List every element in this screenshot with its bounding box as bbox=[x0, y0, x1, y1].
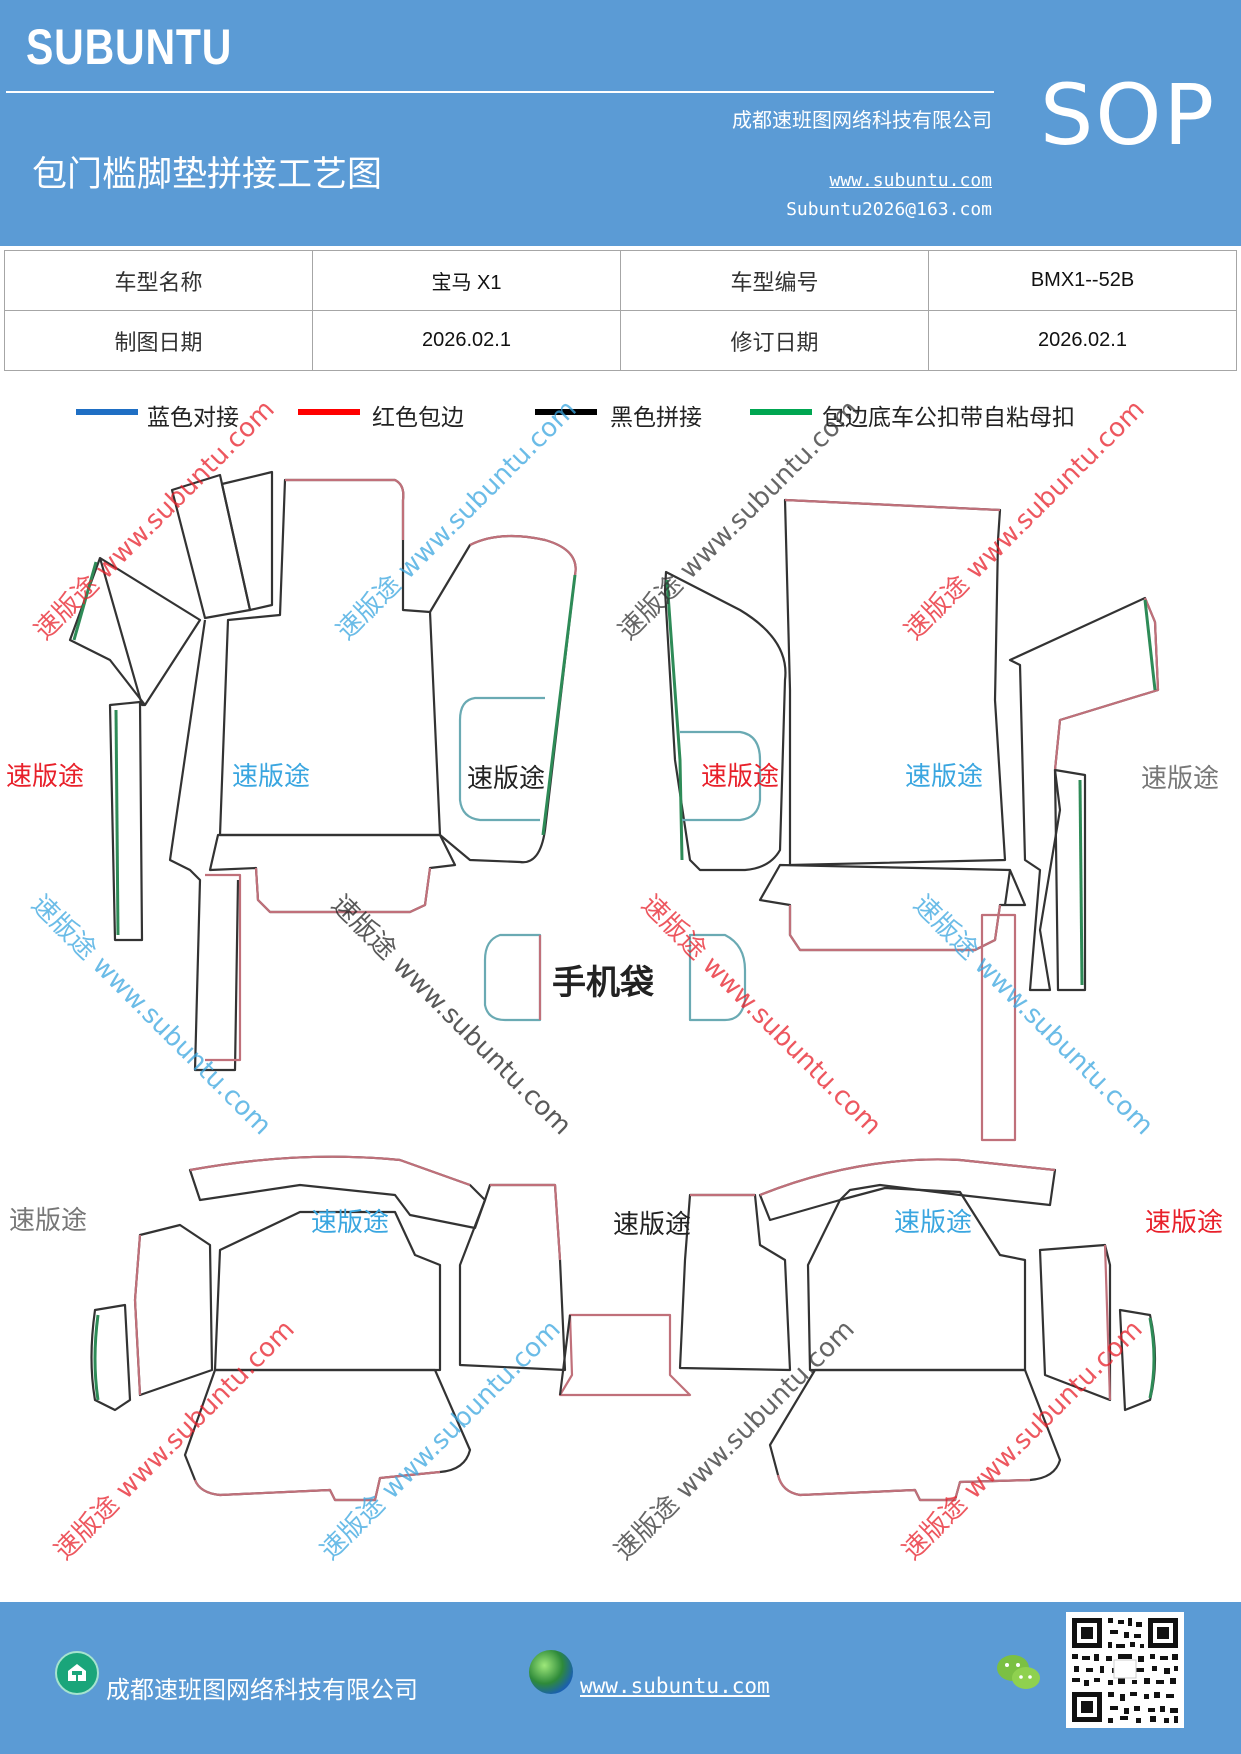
watermark-brand: 速版途 bbox=[894, 1208, 973, 1238]
mat-piece-outline bbox=[806, 1186, 1027, 1372]
legend-swatch-green bbox=[750, 409, 812, 415]
mat-piece-edge-red bbox=[133, 1234, 142, 1396]
model-code-value: BMX1--52B bbox=[928, 250, 1237, 311]
table-row: 制图日期 2026.02.1 修订日期 2026.02.1 bbox=[4, 310, 1237, 371]
mat-piece-edge-red bbox=[285, 478, 405, 540]
mat-piece-outline bbox=[208, 833, 457, 914]
mat-piece-outline bbox=[1003, 869, 1012, 906]
mat-piece-edge-green bbox=[1143, 599, 1157, 691]
mat-piece-outline bbox=[678, 1193, 792, 1372]
sop-badge: SOP bbox=[1040, 66, 1217, 164]
phone-bag-piece-right bbox=[688, 933, 747, 1022]
mat-piece-edge-green bbox=[541, 574, 577, 836]
table-row: 车型名称 宝马 X1 车型编号 BMX1--52B bbox=[4, 250, 1237, 311]
header-banner bbox=[0, 0, 1241, 246]
legend-label: 蓝色对接 bbox=[147, 405, 239, 431]
mat-piece-edge-red bbox=[784, 498, 1001, 512]
header-company-name: 成都速班图网络科技有限公司 bbox=[732, 108, 992, 132]
qr-code bbox=[1066, 1612, 1184, 1728]
model-code-label: 车型编号 bbox=[620, 250, 929, 311]
footer-company-name: 成都速班图网络科技有限公司 bbox=[106, 1676, 418, 1704]
header-email: Subuntu2026@163.com bbox=[786, 199, 992, 220]
watermark-brand: 速版途 bbox=[9, 1206, 88, 1236]
watermark-brand: 速版途 bbox=[1141, 764, 1220, 794]
mat-piece-outline bbox=[429, 534, 577, 864]
mat-piece-edge-green bbox=[1148, 1317, 1156, 1399]
wechat-icon bbox=[995, 1652, 1043, 1698]
mat-piece-outline bbox=[783, 498, 1007, 867]
legend-swatch-red bbox=[298, 409, 360, 415]
mat-piece-edge-red bbox=[469, 534, 577, 576]
model-name-value: 宝马 X1 bbox=[312, 250, 621, 311]
mat-piece-outline bbox=[108, 700, 144, 942]
mat-piece-outline bbox=[663, 570, 787, 872]
phone-bag-piece-left bbox=[483, 933, 542, 1022]
mat-piece-outline bbox=[205, 873, 242, 1062]
watermark-brand: 速版途 bbox=[6, 762, 85, 792]
mat-piece-edge-teal bbox=[680, 730, 762, 822]
revise-date-label: 修订日期 bbox=[620, 310, 929, 371]
mat-piece-edge-red bbox=[1053, 597, 1160, 771]
mat-piece-edge-red bbox=[1103, 1244, 1112, 1401]
mat-piece-edge-red bbox=[189, 1155, 471, 1187]
mat-piece-edge-teal bbox=[458, 696, 545, 822]
mat-piece-edge-green bbox=[72, 561, 98, 641]
globe-icon bbox=[529, 1650, 573, 1694]
legend-swatch-blue bbox=[76, 409, 138, 415]
mat-piece-outline bbox=[1038, 1243, 1112, 1402]
watermark-brand: 速版途 bbox=[701, 762, 780, 792]
mat-piece-edge-red bbox=[254, 867, 432, 914]
mat-piece-edge-green bbox=[93, 1314, 100, 1401]
phone-bag-label: 手机袋 bbox=[552, 963, 654, 1003]
mat-piece-outline bbox=[90, 1303, 132, 1412]
mat-piece-edge-green bbox=[1078, 779, 1084, 986]
legend-swatch-black bbox=[535, 409, 597, 415]
mat-piece-edge-red bbox=[788, 904, 1002, 952]
brand-logo-text: SUBUNTU bbox=[26, 19, 233, 75]
mat-piece-outline bbox=[558, 1314, 572, 1396]
mat-piece-outline bbox=[980, 913, 1017, 1142]
company-logo-icon bbox=[55, 1651, 99, 1695]
mat-piece-edge-green bbox=[665, 579, 684, 861]
watermark-brand: 速版途 bbox=[311, 1208, 390, 1238]
header-website-link[interactable]: www.subuntu.com bbox=[829, 170, 992, 191]
mat-piece-outline bbox=[558, 1313, 692, 1397]
mat-piece-outline bbox=[1053, 768, 1087, 992]
model-name-label: 车型名称 bbox=[4, 250, 313, 311]
mat-piece-edge-green bbox=[114, 709, 120, 936]
legend-label: 黑色拼接 bbox=[610, 405, 702, 431]
vehicle-info-table: 车型名称 宝马 X1 车型编号 BMX1--52B 制图日期 2026.02.1… bbox=[4, 250, 1237, 371]
draw-date-value: 2026.02.1 bbox=[312, 310, 621, 371]
watermark-brand: 速版途 bbox=[467, 764, 546, 794]
page-title: 包门槛脚垫拼接工艺图 bbox=[32, 155, 383, 195]
watermark-brand: 速版途 bbox=[905, 762, 984, 792]
draw-date-label: 制图日期 bbox=[4, 310, 313, 371]
watermark-brand: 速版途 bbox=[613, 1210, 692, 1240]
mat-piece-edge-red bbox=[490, 1183, 562, 1261]
revise-date-value: 2026.02.1 bbox=[928, 310, 1237, 371]
header-divider bbox=[6, 91, 994, 93]
watermark-brand: 速版途 bbox=[1145, 1208, 1224, 1238]
mat-piece-outline bbox=[220, 470, 274, 612]
legend-label: 包边底车公扣带自粘母扣 bbox=[822, 405, 1075, 431]
footer-website-link[interactable]: www.subuntu.com bbox=[580, 1674, 770, 1698]
floor-mat-diagram bbox=[68, 470, 1160, 1502]
mat-piece-edge-red bbox=[759, 1158, 1056, 1197]
mat-piece-edge-red bbox=[193, 1470, 441, 1502]
mat-piece-outline bbox=[168, 619, 240, 1072]
legend-label: 红色包边 bbox=[372, 405, 464, 431]
mat-piece-outline bbox=[133, 1223, 214, 1397]
mat-piece-edge-red bbox=[776, 1474, 1031, 1502]
watermark-brand: 速版途 bbox=[232, 762, 311, 792]
